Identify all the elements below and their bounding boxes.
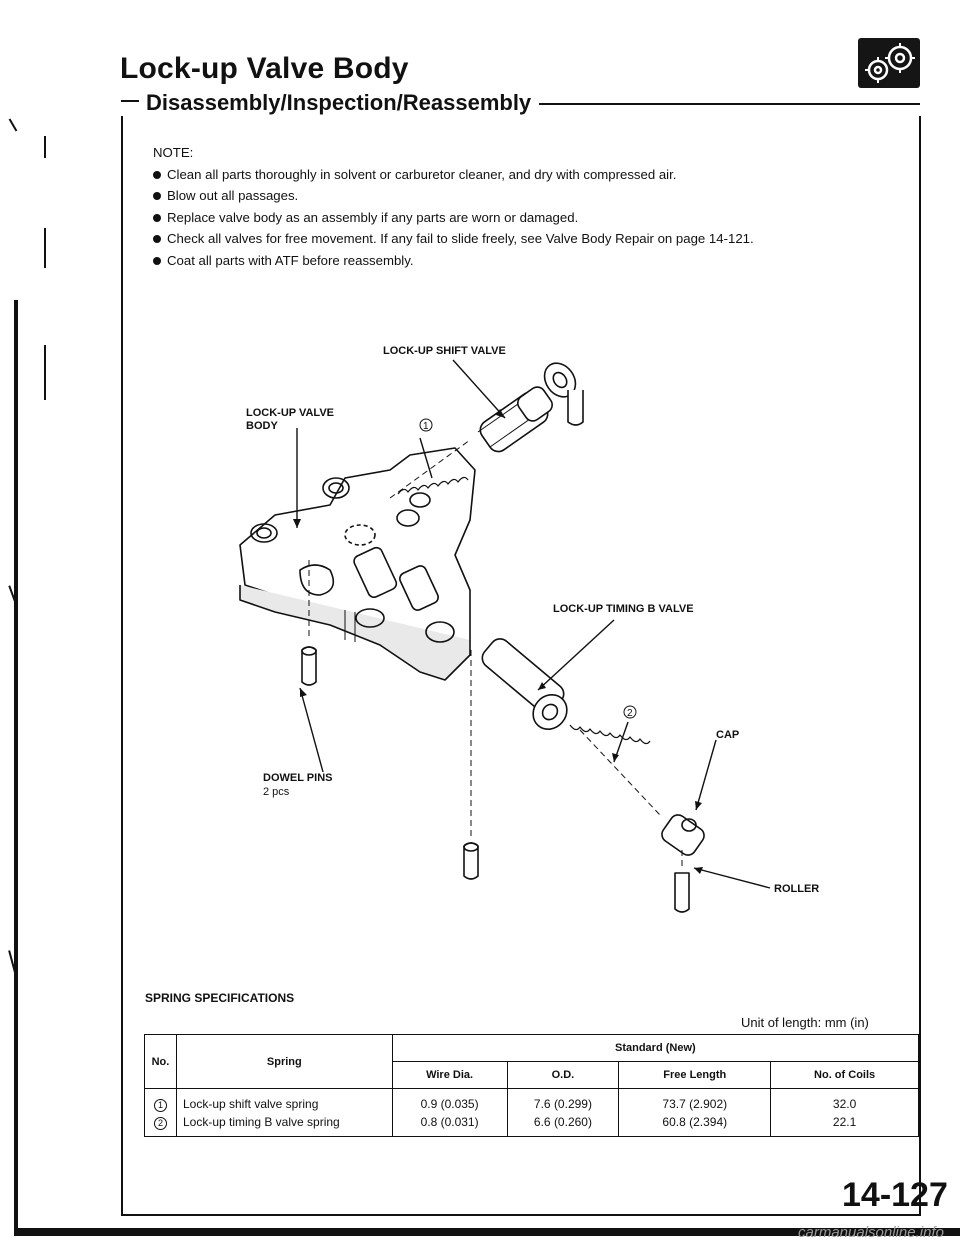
note-item: Blow out all passages. xyxy=(153,185,913,207)
header-wire-dia: Wire Dia. xyxy=(391,1061,508,1089)
wire-dia-2: 0.8 (0.031) xyxy=(420,1114,479,1129)
subtitle-rule xyxy=(520,103,920,105)
watermark: carmanualsonline.info xyxy=(798,1224,944,1241)
header-coils: No. of Coils xyxy=(770,1061,919,1089)
cell-coils: 32.0 22.1 xyxy=(770,1088,919,1137)
cell-no: 1 2 xyxy=(144,1088,177,1137)
cell-wire-dia: 0.9 (0.035) 0.8 (0.031) xyxy=(391,1088,508,1137)
page-title: Lock-up Valve Body xyxy=(120,52,409,85)
margin-mark xyxy=(44,136,46,158)
table-header-row: No. Spring Standard (New) xyxy=(144,1034,920,1089)
content-frame xyxy=(121,116,921,1216)
note-item: Clean all parts thoroughly in solvent or… xyxy=(153,164,913,186)
cell-od: 7.6 (0.299) 6.6 (0.260) xyxy=(506,1088,620,1137)
header-od: O.D. xyxy=(506,1061,620,1089)
header-no: No. xyxy=(144,1034,177,1089)
label-roller: ROLLER xyxy=(774,883,819,895)
spring-name-2: Lock-up timing B valve spring xyxy=(182,1114,340,1129)
table-row: 1 2 Lock-up shift valve spring Lock-up t… xyxy=(144,1088,919,1137)
spring-specs-table: No. Spring Standard (New) Wire Dia. O.D.… xyxy=(144,1034,920,1137)
notes-heading: NOTE: xyxy=(153,145,194,160)
note-item: Coat all parts with ATF before reassembl… xyxy=(153,250,913,272)
note-item: Check all valves for free movement. If a… xyxy=(153,228,913,250)
label-cap: CAP xyxy=(716,729,739,741)
cell-free-length: 73.7 (2.902) 60.8 (2.394) xyxy=(618,1088,772,1137)
spring-specs-title: SPRING SPECIFICATIONS xyxy=(145,991,295,1005)
coils-2: 22.1 xyxy=(832,1114,857,1129)
binding-edge xyxy=(14,300,18,1228)
label-lock-up-shift-valve: LOCK-UP SHIFT VALVE xyxy=(383,345,506,357)
label-dowel-pins: DOWEL PINS xyxy=(263,772,332,784)
header-standard: Standard (New) xyxy=(391,1034,920,1062)
od-1: 7.6 (0.299) xyxy=(533,1096,592,1111)
unit-note: Unit of length: mm (in) xyxy=(741,1015,869,1030)
margin-mark xyxy=(44,345,46,400)
page-number: 14-127 xyxy=(842,1176,948,1214)
bottom-rule xyxy=(14,1228,960,1236)
timing-valve-illustration xyxy=(481,638,705,913)
label-dowel-qty: 2 pcs xyxy=(263,786,290,798)
notes-block: NOTE: Clean all parts thoroughly in solv… xyxy=(153,142,913,271)
spring-number-1: 1 xyxy=(153,1098,167,1112)
wire-dia-1: 0.9 (0.035) xyxy=(420,1096,479,1111)
note-item: Replace valve body as an assembly if any… xyxy=(153,207,913,229)
title-rule xyxy=(121,100,139,102)
svg-text:2: 2 xyxy=(627,708,633,719)
section-subtitle: Disassembly/Inspection/Reassembly xyxy=(144,90,540,116)
transmission-logo-icon xyxy=(858,38,920,88)
shift-valve-illustration xyxy=(397,362,584,495)
margin-mark xyxy=(44,228,46,268)
free-length-2: 60.8 (2.394) xyxy=(662,1114,728,1129)
coils-1: 32.0 xyxy=(832,1096,857,1111)
spring-number-2: 2 xyxy=(153,1116,167,1130)
valve-body-illustration xyxy=(239,447,476,681)
label-lock-up-valve-body: LOCK-UP VALVE xyxy=(246,407,334,419)
callout-1: 1 xyxy=(419,418,433,432)
cell-spring: Lock-up shift valve spring Lock-up timin… xyxy=(175,1088,393,1137)
header-free-length: Free Length xyxy=(618,1061,772,1089)
od-2: 6.6 (0.260) xyxy=(533,1114,592,1129)
notes-list: Clean all parts thoroughly in solvent or… xyxy=(153,164,913,272)
header-spring: Spring xyxy=(175,1034,393,1089)
label-lock-up-timing-b-valve: LOCK-UP TIMING B VALVE xyxy=(553,603,694,615)
free-length-1: 73.7 (2.902) xyxy=(662,1096,728,1111)
label-lock-up-valve-body-2: BODY xyxy=(246,420,278,432)
spring-name-1: Lock-up shift valve spring xyxy=(182,1096,319,1111)
callout-2: 2 xyxy=(623,705,637,719)
svg-text:1: 1 xyxy=(423,421,429,432)
dowel-pins-illustration xyxy=(301,646,479,880)
